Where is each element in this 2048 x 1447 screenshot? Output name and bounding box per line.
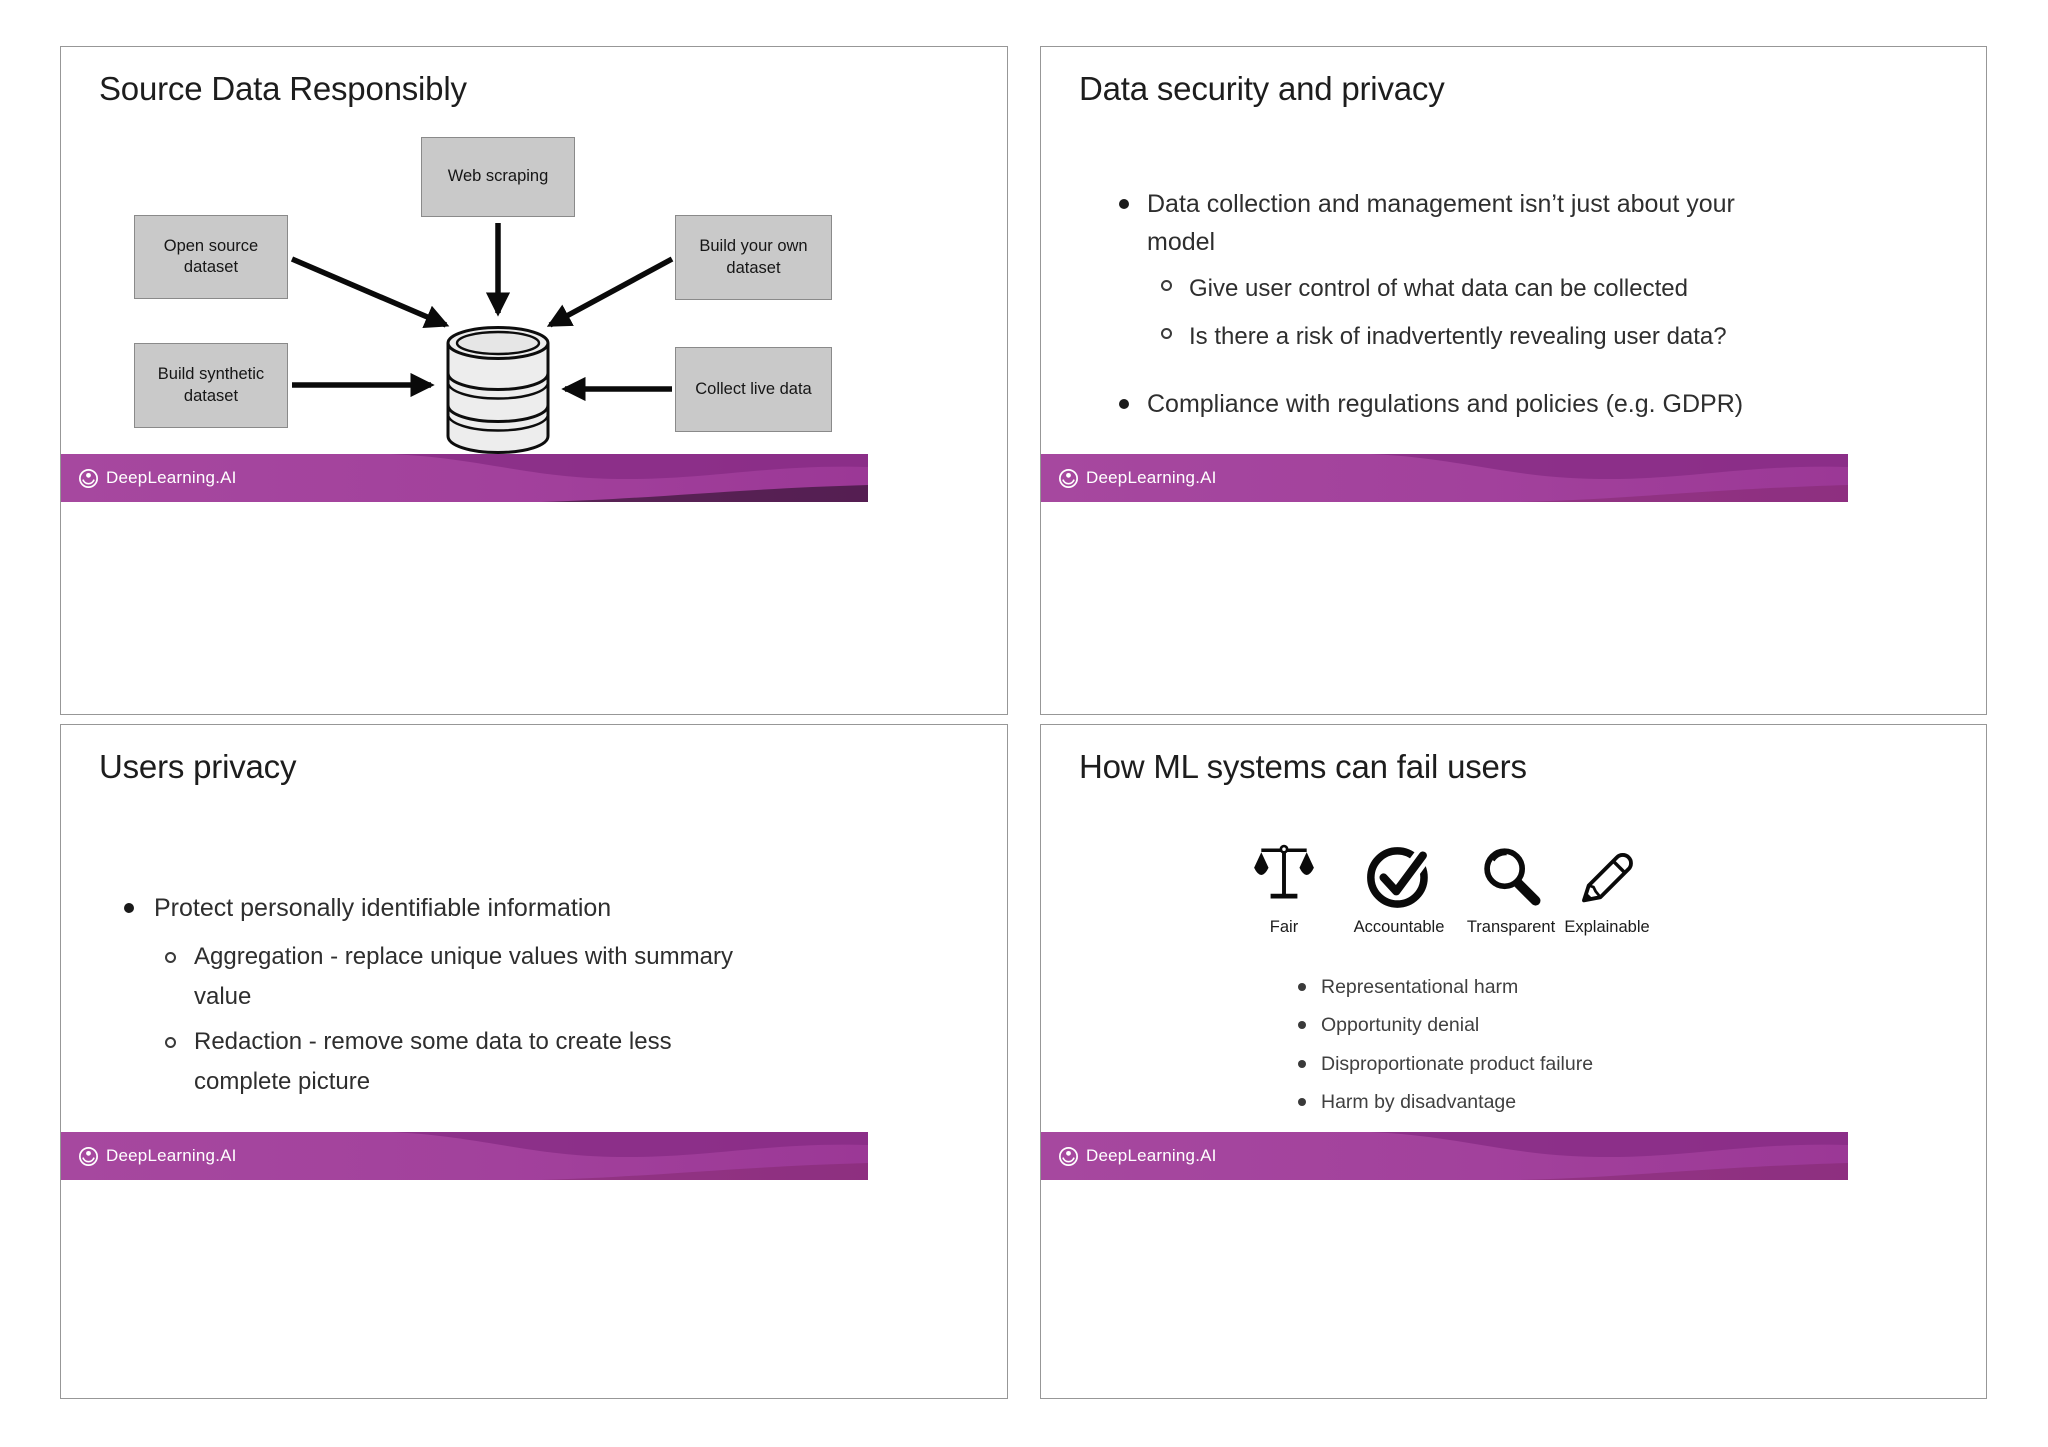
principle-transparent: Transparent (1467, 837, 1555, 937)
scales-icon (1247, 837, 1321, 911)
footer-bar: DeepLearning.AI (1041, 454, 1848, 502)
footer-wave (391, 1132, 868, 1180)
bullet-text: Opportunity denial (1321, 1014, 1480, 1036)
principle-accountable: Accountable (1353, 837, 1445, 937)
sub-bullet-text: Redaction - remove some data to create l… (194, 1028, 672, 1095)
sub-bullet-marker (165, 1037, 176, 1048)
box-collect-live-data: Collect live data (675, 347, 832, 432)
bullet-marker (1298, 1021, 1306, 1029)
box-open-source-dataset: Open source dataset (134, 215, 288, 299)
sub-bullet-marker (1161, 328, 1172, 339)
slide-title: Users privacy (99, 748, 297, 785)
principle-label: Fair (1269, 918, 1299, 936)
deeplearning-ai-logo: DeepLearning.AI (77, 1132, 237, 1180)
diagram-arrows-and-database (290, 223, 674, 455)
footer-wave (1371, 454, 1848, 502)
footer-bar: DeepLearning.AI (61, 454, 868, 502)
bullet-marker (1298, 1098, 1306, 1106)
bullet-marker (124, 903, 134, 913)
principle-explainable: Explainable (1564, 837, 1650, 937)
sub-bullet-text: Aggregation - replace unique values with… (194, 943, 733, 1010)
bullet-text: Disproportionate product failure (1321, 1053, 1594, 1075)
deeplearning-ai-logo: DeepLearning.AI (1057, 1132, 1217, 1180)
logo-text: DeepLearning.AI (1086, 468, 1217, 487)
slide-title: Data security and privacy (1079, 70, 1445, 107)
box-build-your-own-dataset: Build your own dataset (675, 215, 832, 300)
logo-text: DeepLearning.AI (106, 1146, 237, 1165)
bullet-text: Compliance with regulations and policies… (1147, 390, 1744, 418)
sub-bullet-text: Is there a risk of inadvertently reveali… (1189, 323, 1727, 350)
principle-label: Accountable (1353, 918, 1445, 936)
slide-title: How ML systems can fail users (1079, 748, 1527, 785)
deeplearning-ai-logo-icon (1059, 468, 1078, 488)
bullet-marker (1298, 983, 1306, 991)
logo-text: DeepLearning.AI (106, 468, 237, 487)
deeplearning-ai-logo-icon (79, 468, 98, 488)
deeplearning-ai-logo-icon (79, 1146, 98, 1166)
footer-wave (391, 454, 868, 502)
check-circle-icon (1362, 837, 1436, 911)
sub-bullet-text: Give user control of what data can be co… (1189, 275, 1688, 302)
bullet-text: Harm by disadvantage (1321, 1091, 1517, 1113)
bullet-marker (1119, 199, 1129, 209)
sub-bullet-marker (165, 952, 176, 963)
magnifying-glass-icon (1474, 837, 1548, 911)
pencil-icon (1570, 837, 1644, 911)
bullet-text: Data collection and management isn’t jus… (1147, 190, 1735, 256)
bullet-marker (1119, 399, 1129, 409)
slide-users-privacy: Users privacy Protect personally identif… (61, 725, 868, 1180)
diagram-arrows (290, 223, 674, 402)
box-web-scraping: Web scraping (421, 137, 575, 217)
slide-title: Source Data Responsibly (99, 70, 467, 107)
box-build-synthetic-dataset: Build synthetic dataset (134, 343, 288, 428)
principle-label: Transparent (1466, 918, 1556, 936)
principle-label: Explainable (1564, 918, 1650, 936)
footer-bar: DeepLearning.AI (1041, 1132, 1848, 1180)
panel-users-privacy: Users privacy Protect personally identif… (60, 724, 1008, 1399)
slide-how-ml-systems-fail: How ML systems can fail users (1041, 725, 1848, 1180)
deeplearning-ai-logo-icon (1059, 1146, 1078, 1166)
principle-fair: Fair (1247, 837, 1321, 937)
database-icon (446, 326, 550, 455)
logo-text: DeepLearning.AI (1086, 1146, 1217, 1165)
sub-bullet-marker (1161, 280, 1172, 291)
panel-how-ml-systems-fail: How ML systems can fail users (1040, 724, 1987, 1399)
bullet-text: Protect personally identifiable informat… (154, 894, 612, 922)
slide-data-security-privacy: Data security and privacy Data collectio… (1041, 47, 1848, 502)
data-sources-diagram: Web scraping Open source dataset Build y… (61, 47, 868, 502)
panel-source-data-responsibly: Source Data Responsibly (60, 46, 1008, 715)
bullet-text: Representational harm (1321, 976, 1519, 998)
footer-bar: DeepLearning.AI (61, 1132, 868, 1180)
slide-source-data-responsibly: Source Data Responsibly (61, 47, 868, 502)
footer-wave (1371, 1132, 1848, 1180)
bullet-marker (1298, 1060, 1306, 1068)
deeplearning-ai-logo: DeepLearning.AI (1057, 454, 1217, 502)
panel-data-security-privacy: Data security and privacy Data collectio… (1040, 46, 1987, 715)
deeplearning-ai-logo: DeepLearning.AI (77, 454, 237, 502)
